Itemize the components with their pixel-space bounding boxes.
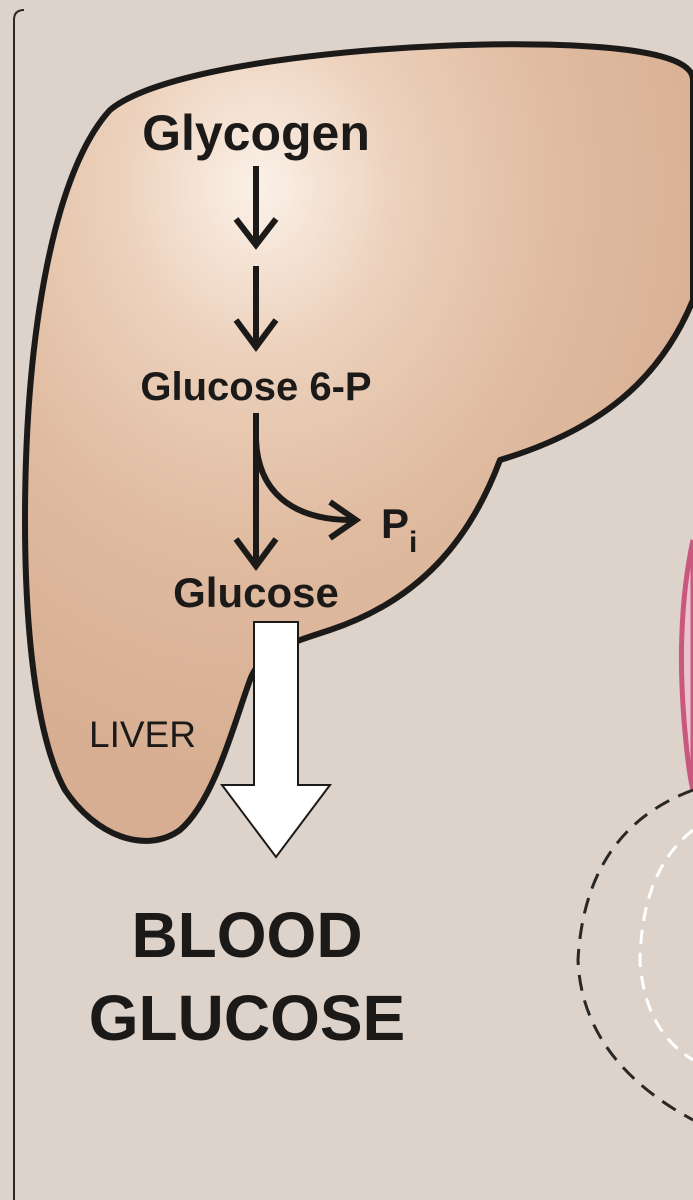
phosphate-symbol: P — [381, 500, 409, 547]
glucose-6p-label: Glucose 6-P — [140, 365, 371, 409]
cell-membrane-dashed-outer — [576, 788, 693, 1122]
panel-border — [13, 9, 25, 1200]
glucose-export-arrow — [220, 621, 332, 859]
glucose-output-label: GLUCOSE — [89, 982, 405, 1054]
blood-label: BLOOD — [131, 899, 362, 971]
phosphate-subscript: i — [409, 526, 417, 559]
muscle-edge — [678, 539, 693, 791]
liver-label: LIVER — [89, 714, 196, 755]
glucose-label: Glucose — [173, 569, 339, 616]
glycogen-label: Glycogen — [142, 105, 370, 161]
liver-shape — [22, 41, 693, 844]
cell-membrane-dashed-inner — [638, 828, 693, 1062]
arrow-phosphate-release-head — [328, 499, 362, 541]
arrow-phosphate-release — [253, 439, 353, 523]
arrow-glycogen-step2-head — [233, 318, 279, 353]
pathway-arrows — [233, 166, 362, 572]
arrow-glycogen-step1-head — [233, 217, 279, 250]
phosphate-label: Pi — [381, 500, 417, 559]
arrow-g6p-to-glucose-head — [233, 537, 279, 572]
